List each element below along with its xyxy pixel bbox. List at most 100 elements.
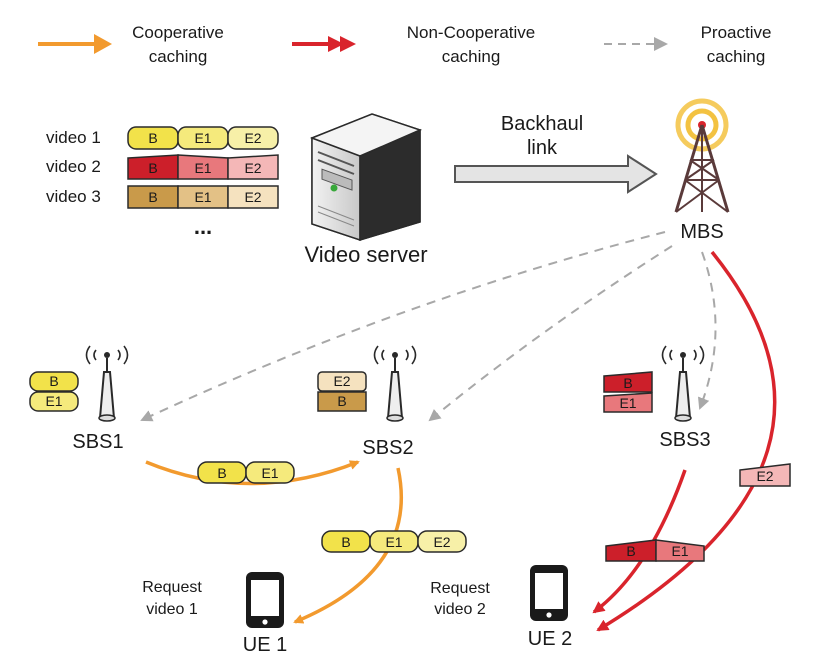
ue1-request-line1: Request [142,579,202,596]
ue1-request-line2: video 1 [146,601,198,618]
backhaul-link: Backhaul link [454,113,658,194]
proactive-links [140,231,717,422]
sbs3-antenna-icon [661,345,705,422]
video-server: Video server [304,113,428,267]
video-1-seg-e2 [227,126,279,150]
video-1-seg-b-label: B [148,130,157,146]
legend-noncooperative: Non-Cooperative caching [292,23,535,66]
video-2-seg-e1-label: E1 [194,160,211,176]
sbs2-cache-e2 [317,371,367,392]
video-list: video 1 video 2 video 3 B E1 E2 B E1 E2 … [46,126,279,239]
video-3-seg-e2-label: E2 [244,189,261,205]
sbs1-label: SBS1 [72,431,123,453]
sbs2-cache: E2 B [317,371,367,412]
legend-proactive: Proactive caching [604,23,771,66]
sbs3-cache-e1-label: E1 [619,395,636,411]
transfer-sbs2-ue1-e2 [417,530,467,553]
video-1-seg-e2-label: E2 [244,130,261,146]
video-2-label: video 2 [46,157,101,176]
sbs1-cache: B E1 [29,371,79,412]
sbs3-cache-b [603,371,653,393]
sbs2-cache-b [317,391,367,412]
video-list-ellipsis: ... [194,214,212,239]
ue2-request-line2: video 2 [434,601,486,618]
sbs2: E2 B SBS2 [317,345,417,459]
coop-sbs2-ue1 [293,467,404,624]
proactive-mbs-sbs2 [428,245,673,422]
video-3-segments: B E1 E2 [127,185,279,209]
mbs-label: MBS [680,221,723,243]
video-1-segments: B E1 E2 [127,126,279,150]
noncoop-sbs3-ue2 [592,469,687,614]
video-3-seg-e2 [227,185,279,209]
sbs2-antenna-icon [373,345,417,422]
proactive-mbs-sbs3 [697,251,717,410]
noncooperative-arrowhead1-icon [328,36,344,52]
transfer-sbs3-ue2: B E1 [605,539,705,562]
mbs-tower-icon [674,98,730,213]
transfer-sbs2-ue1: B E1 E2 [321,530,467,553]
sbs2-label: SBS2 [362,437,413,459]
sbs3-cache-e1 [603,392,653,413]
transfer-mbs-ue2-e2-label: E2 [756,468,773,484]
ue2: Request video 2 UE 2 [430,565,572,650]
transfer-mbs-ue2-e2 [739,463,791,487]
cooperative-links [145,460,404,624]
legend-cooperative-line2: caching [149,47,208,66]
transfer-sbs2-ue1-e1-label: E1 [385,534,402,550]
ue2-label: UE 2 [528,628,572,650]
sbs1-antenna-icon [85,345,129,422]
video-server-label: Video server [304,242,427,267]
legend-cooperative-line1: Cooperative [132,23,224,42]
sbs3-cache: B E1 [603,371,653,413]
transfer-sbs3-ue2-b-label: B [626,543,635,559]
legend-proactive-line1: Proactive [701,23,772,42]
ue1-phone-icon [246,572,284,628]
transfer-sbs1-sbs2-b-label: B [217,465,226,481]
transfer-sbs3-ue2-e1 [655,539,705,562]
legend: Cooperative caching Non-Cooperative cach… [38,23,771,66]
transfer-sbs2-ue1-e2-label: E2 [433,534,450,550]
cooperative-arrowhead-icon [94,34,112,54]
legend-cooperative: Cooperative caching [38,23,224,66]
ue1-label: UE 1 [243,634,287,656]
ue2-phone-icon [530,565,568,621]
proactive-mbs-sbs1 [140,231,666,422]
video-2-seg-b-label: B [148,160,157,176]
backhaul-label-line2: link [527,137,558,159]
video-3-label: video 3 [46,187,101,206]
video-2-seg-e2-label: E2 [244,160,261,176]
video-1-seg-e1-label: E1 [194,130,211,146]
transfer-sbs2-ue1-b-label: B [341,534,350,550]
video-2-segments: B E1 E2 [127,154,279,180]
sbs1-cache-b-label: B [49,373,58,389]
backhaul-arrow-icon [454,154,658,194]
ue1: Request video 1 UE 1 [142,572,287,656]
backhaul-label-line1: Backhaul [501,113,583,135]
legend-proactive-line2: caching [707,47,766,66]
transfer-sbs1-sbs2-e1-label: E1 [261,465,278,481]
transfer-sbs3-ue2-e1-label: E1 [671,543,688,559]
video-3-seg-b-label: B [148,189,157,205]
video-1-label: video 1 [46,128,101,147]
sbs3-cache-b-label: B [623,375,632,391]
noncooperative-arrowhead2-icon [340,36,356,52]
transfer-sbs1-sbs2-e1 [245,461,295,484]
transfer-sbs1-sbs2: B E1 [197,461,295,484]
legend-noncooperative-line1: Non-Cooperative [407,23,536,42]
sbs1-cache-b [29,371,79,392]
coop-sbs1-sbs2 [145,460,360,486]
legend-noncooperative-line2: caching [442,47,501,66]
transfer-mbs-ue2: E2 [739,463,791,487]
sbs1: B E1 SBS1 [29,345,129,453]
video-2-seg-e2 [227,154,279,180]
mbs: MBS [674,98,730,243]
sbs2-cache-b-label: B [337,393,346,409]
sbs2-cache-e2-label: E2 [333,373,350,389]
sbs3-label: SBS3 [659,429,710,451]
noncoop-mbs-ue2 [596,250,777,632]
ue2-request-line1: Request [430,580,490,597]
sbs1-cache-e1 [29,391,79,412]
sbs1-cache-e1-label: E1 [45,393,62,409]
